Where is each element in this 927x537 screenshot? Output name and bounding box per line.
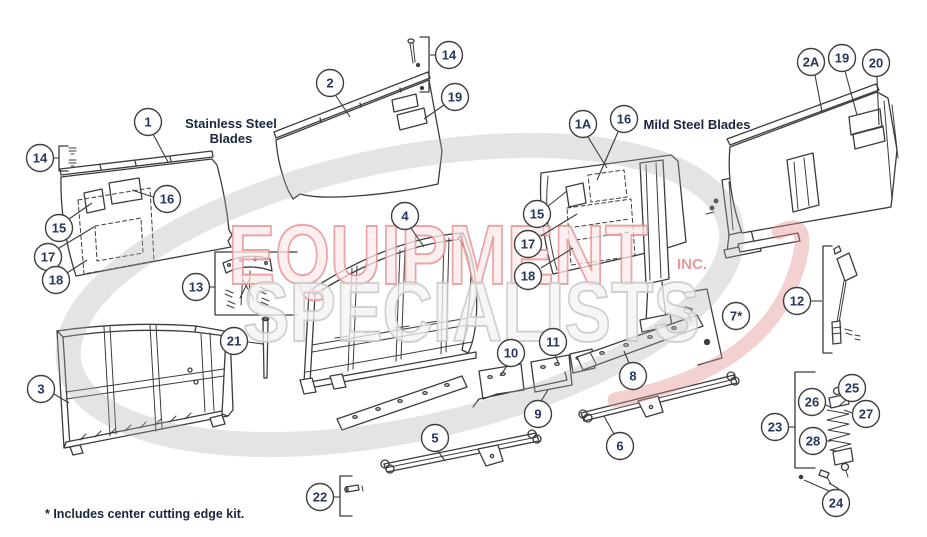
callout-16-left: 16 [131,184,182,214]
cylinder-12-drawing [822,245,861,354]
callout-5: 5 [420,423,450,462]
stainless-blades-title-line2: Blades [210,131,253,146]
svg-text:6: 6 [616,439,623,454]
svg-text:22: 22 [313,490,327,505]
callout-10: 10 [496,338,526,377]
callout-22: 22 [305,482,340,512]
svg-text:5: 5 [431,431,438,446]
callout-18-mild: 18 [513,247,574,291]
callout-12: 12 [782,286,822,316]
callouts-layer: 1234567*89101112131414151617181921222324… [25,40,891,518]
svg-text:11: 11 [546,335,560,350]
footnote: * Includes center cutting edge kit. [45,507,244,521]
svg-text:1A: 1A [575,117,592,132]
callout-17-mild: 17 [513,213,578,259]
svg-text:12: 12 [790,294,804,309]
svg-text:21: 21 [227,334,241,349]
svg-text:2: 2 [326,76,333,91]
callout-18-left: 18 [41,259,88,295]
callout-16-mild: 16 [596,104,639,181]
callout-27: 27 [843,399,881,429]
callout-7: 7* [721,301,751,331]
mild-right-blade-drawing [726,83,899,253]
callout-2: 2 [315,68,351,118]
watermark-line2: SPECIALISTS [243,265,700,359]
svg-text:3: 3 [37,382,44,397]
callout-21: 21 [219,326,264,356]
svg-text:13: 13 [189,280,203,295]
watermark: EQUIPMENT SPECIALISTS INC. [55,132,810,458]
callout-13: 13 [181,272,215,302]
svg-text:16: 16 [617,112,631,127]
callout-14-top: 14 [430,40,464,70]
callout-24: 24 [803,479,851,518]
svg-text:17: 17 [41,250,55,265]
callout-20: 20 [861,48,891,126]
svg-text:17: 17 [521,237,535,252]
callout-4: 4 [390,201,425,248]
svg-text:16: 16 [160,192,174,207]
svg-text:8: 8 [629,369,636,384]
tube-assembly-6-drawing [578,371,740,423]
callout-28: 28 [798,426,831,456]
svg-text:24: 24 [829,496,844,511]
watermark-line1: EQUIPMENT [228,208,648,302]
pin-21-drawing [261,316,270,379]
callout-25: 25 [837,373,867,407]
svg-text:7*: 7* [730,309,743,324]
moldboard-frame-drawing [299,232,478,395]
callout-15-mild: 15 [522,190,568,229]
svg-text:10: 10 [504,346,518,361]
callout-9: 9 [523,389,553,429]
callout-15-left: 15 [44,202,93,243]
svg-text:14: 14 [442,48,457,63]
shock-absorber-drawing [794,371,854,485]
mild-left-blade-drawing [539,154,687,333]
svg-text:2A: 2A [803,55,820,70]
callout-2A: 2A [796,47,826,113]
watermark-line3: INC. [677,256,707,273]
svg-text:14: 14 [33,151,48,166]
callout-1: 1 [133,107,169,163]
callout-17-left: 17 [33,226,95,272]
svg-text:15: 15 [530,207,544,222]
callout-14-left: 14 [25,143,59,173]
svg-text:25: 25 [845,381,859,396]
svg-text:4: 4 [401,209,409,224]
cutting-edge-right-drawing [576,306,711,371]
svg-text:19: 19 [448,90,462,105]
stainless-left-blade-drawing [59,147,233,277]
callout-23: 23 [760,412,795,442]
svg-text:27: 27 [859,407,873,422]
svg-text:20: 20 [869,56,883,71]
svg-text:18: 18 [49,273,63,288]
svg-text:26: 26 [805,395,819,410]
svg-text:1: 1 [144,115,151,130]
stainless-right-blade-drawing [273,38,443,200]
detail-box-13-drawing [214,251,298,316]
svg-text:9: 9 [534,407,541,422]
svg-text:18: 18 [521,269,535,284]
callout-6: 6 [603,415,635,461]
tube-assembly-5-drawing [380,429,542,474]
svg-text:23: 23 [768,420,782,435]
callout-19-top: 19 [423,82,470,120]
mild-blades-title: Mild Steel Blades [644,117,751,132]
callout-26: 26 [797,387,833,417]
stainless-blades-title-line1: Stainless Steel [185,116,277,131]
callout-3: 3 [26,374,70,404]
callout-8: 8 [618,350,648,391]
callout-11: 11 [538,327,568,365]
svg-text:19: 19 [835,51,849,66]
svg-text:28: 28 [806,434,820,449]
callout-1A: 1A [568,109,608,169]
svg-text:15: 15 [52,221,66,236]
cutting-edge-left-drawing [336,375,468,431]
callout-19-right: 19 [827,43,858,116]
